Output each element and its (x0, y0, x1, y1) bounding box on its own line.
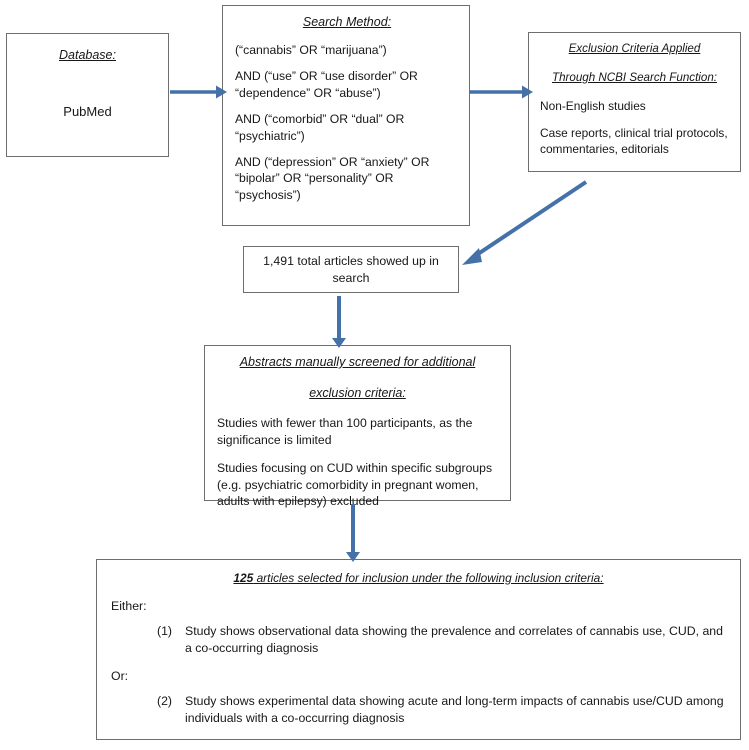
final-inclusion-header: 125 articles selected for inclusion unde… (111, 571, 726, 585)
exclusion-criteria-header-line2: Through NCBI Search Function: (552, 70, 717, 84)
database-box: Database: PubMed (6, 33, 169, 157)
arrow-exclusion-to-total-icon (462, 180, 588, 265)
search-method-header: Search Method: (302, 15, 392, 29)
either-label: Either: (111, 599, 147, 613)
abstracts-screening-header-line2: exclusion criteria: (309, 385, 406, 400)
database-name: PubMed (63, 104, 112, 120)
exclusion-criteria-box-content: Exclusion Criteria Applied Through NCBI … (529, 33, 740, 166)
inclusion-criterion-1: (1) Study shows observational data showi… (157, 623, 726, 656)
arrow-database-to-search-icon (170, 85, 227, 99)
search-term-line: AND (“comorbid” OR “dual” OR “psychiatri… (235, 112, 405, 143)
search-method-box: Search Method: (“cannabis” OR “marijuana… (222, 5, 470, 226)
final-inclusion-box: 125 articles selected for inclusion unde… (96, 559, 741, 740)
database-box-content: Database: PubMed (7, 34, 168, 138)
database-box-header: Database: (59, 48, 116, 62)
search-term-line: AND (“use” OR “use disorder” OR “depende… (235, 69, 418, 100)
final-inclusion-box-content: 125 articles selected for inclusion unde… (97, 560, 740, 736)
arrow-abstracts-to-final-icon (346, 504, 360, 562)
arrow-search-to-exclusion-icon (470, 85, 533, 99)
inclusion-criterion-2: (2) Study shows experimental data showin… (157, 693, 726, 726)
exclusion-criteria-box: Exclusion Criteria Applied Through NCBI … (528, 32, 741, 172)
search-term-line: AND (“depression” OR “anxiety” OR “bipol… (235, 154, 430, 202)
exclusion-criteria-item: Case reports, clinical trial protocols, … (540, 126, 728, 157)
criterion-number: (2) (157, 694, 173, 709)
total-articles-text: 1,491 total articles showed up in search (263, 254, 439, 285)
or-label: Or: (111, 669, 129, 684)
abstracts-exclusion-item: Studies focusing on CUD within specific … (217, 461, 493, 509)
total-articles-box-content: 1,491 total articles showed up in search (244, 247, 458, 292)
exclusion-criteria-item: Non-English studies (540, 98, 646, 113)
final-header-rest: articles selected for inclusion under th… (253, 571, 604, 585)
total-articles-box: 1,491 total articles showed up in search (243, 246, 459, 293)
criterion-text: Study shows observational data showing t… (185, 624, 723, 655)
criterion-text: Study shows experimental data showing ac… (185, 694, 724, 726)
abstracts-screening-box-content: Abstracts manually screened for addition… (205, 346, 510, 518)
search-term-line: (“cannabis” OR “marijuana”) (235, 43, 387, 58)
abstracts-exclusion-item: Studies with fewer than 100 participants… (217, 416, 473, 447)
abstracts-screening-box: Abstracts manually screened for addition… (204, 345, 511, 508)
search-method-box-content: Search Method: (“cannabis” OR “marijuana… (223, 6, 469, 209)
abstracts-screening-header-line1: Abstracts manually screened for addition… (239, 355, 476, 369)
final-article-count: 125 (233, 571, 254, 585)
criterion-number: (1) (157, 624, 173, 638)
exclusion-criteria-header-line1: Exclusion Criteria Applied (568, 42, 701, 55)
arrow-total-to-abstracts-icon (332, 296, 346, 348)
